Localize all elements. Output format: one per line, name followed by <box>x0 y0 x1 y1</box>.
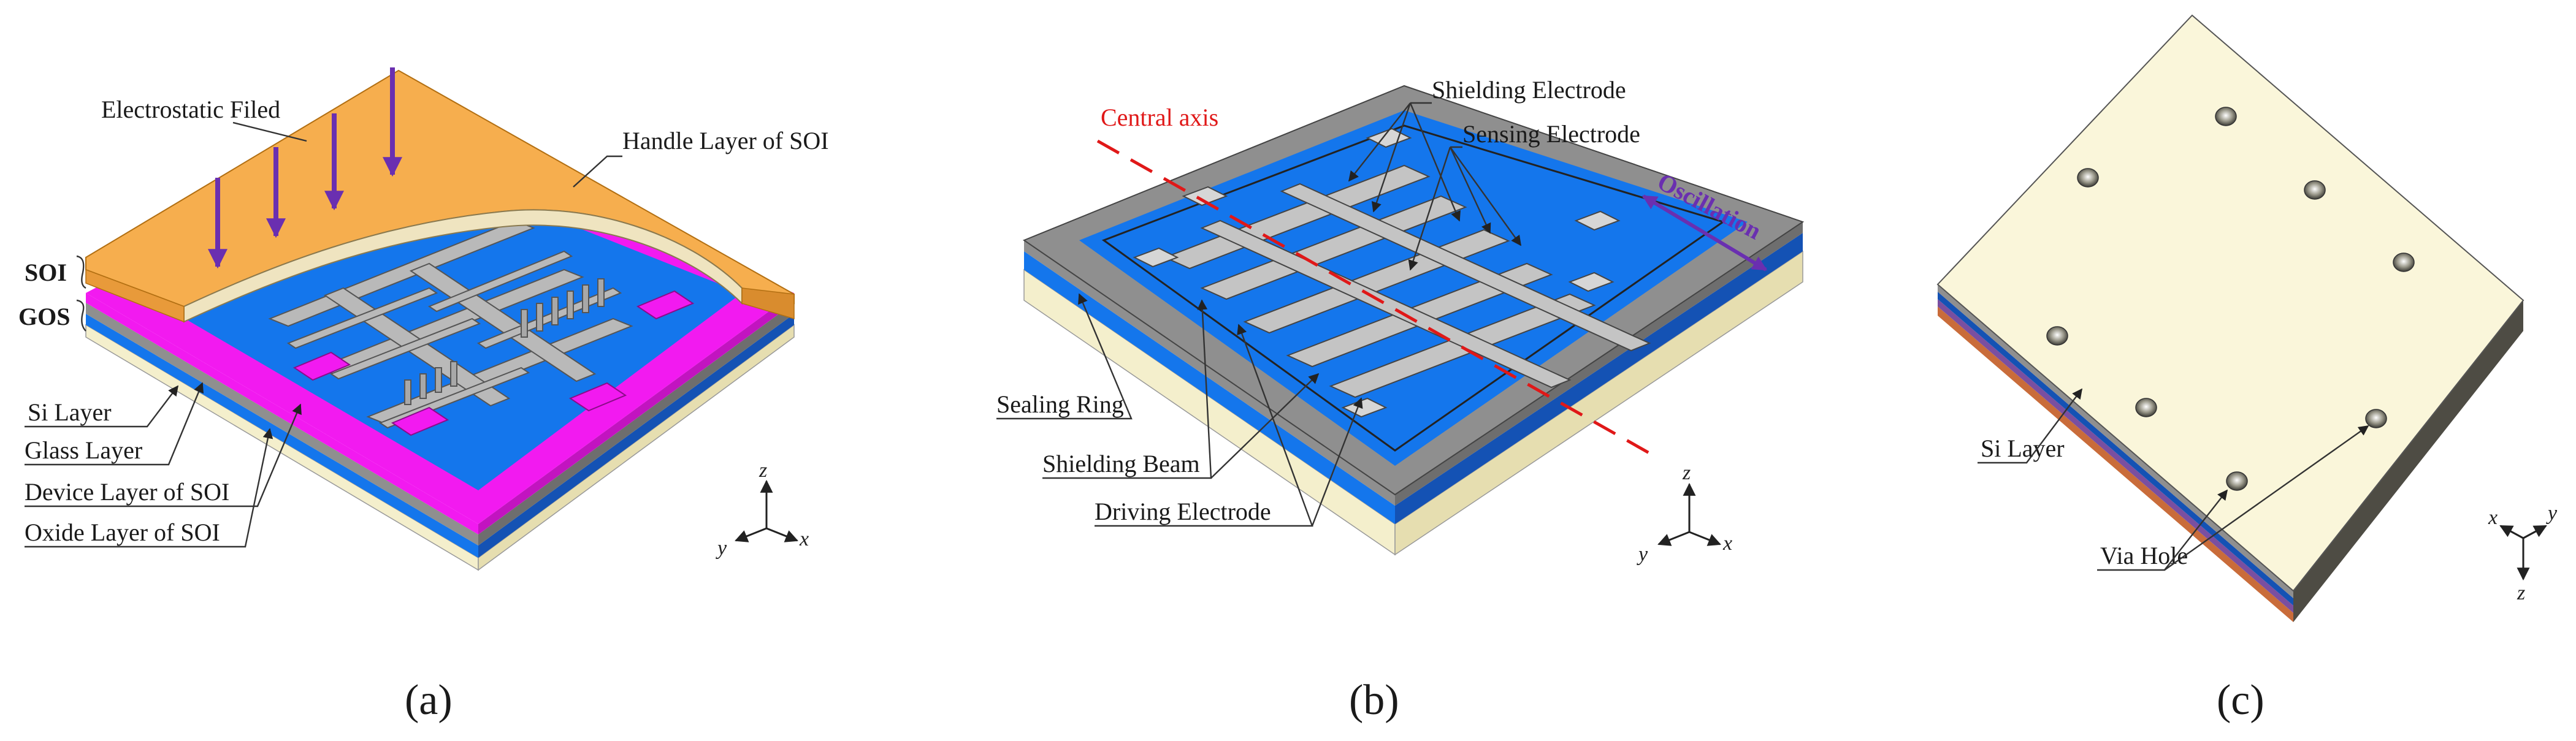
panel-b: Central axis Oscillation Shielding Elect… <box>996 76 1805 724</box>
layer-stack-a <box>85 293 795 571</box>
anchor-pads-a <box>292 290 695 436</box>
electrostatic-field-leader <box>232 121 307 142</box>
glass-layer-label: Glass Layer <box>25 436 142 464</box>
gos-label: GOS <box>18 303 70 330</box>
caption-b: (b) <box>1349 677 1399 724</box>
si-layer-top-c <box>1936 14 2524 592</box>
comb-fingers-a <box>404 278 605 405</box>
panel-a: Electrostatic Filed Handle Layer of SOI … <box>18 67 829 724</box>
central-axis-label: Central axis <box>1101 104 1218 131</box>
sealing-ring-leader <box>996 293 1133 420</box>
shielding-beam-leaders <box>1042 299 1320 479</box>
layer-stack-c <box>1938 284 2523 622</box>
axis-x-a: x <box>799 528 809 550</box>
electrostatic-field-label: Electrostatic Filed <box>101 96 280 123</box>
handle-layer-side-right <box>741 287 795 320</box>
sealing-ring-label: Sealing Ring <box>996 390 1124 418</box>
via-hole <box>2215 107 2237 126</box>
soi-label: SOI <box>25 259 67 286</box>
via-hole <box>2365 409 2387 428</box>
shielding-beam-label: Shielding Beam <box>1042 450 1200 477</box>
device-layer-label: Device Layer of SOI <box>25 478 229 506</box>
electrodes-b <box>1163 164 1651 398</box>
si-layer-leader-c <box>1978 388 2083 464</box>
driving-electrode-leaders <box>1095 324 1363 527</box>
soi-brace <box>76 255 86 289</box>
axes-triad-a <box>735 479 798 542</box>
via-hole <box>2226 471 2248 491</box>
via-hole-leaders <box>2097 425 2369 571</box>
axis-x-b: x <box>1722 532 1732 555</box>
axes-triad-b <box>1657 482 1721 546</box>
central-axis-line <box>1096 139 1657 458</box>
caption-c: (c) <box>2217 677 2265 724</box>
driving-electrode-label: Driving Electrode <box>1095 498 1271 525</box>
shielding-electrode-leaders <box>1348 102 1461 222</box>
axis-y-a: y <box>716 537 727 560</box>
handle-layer-side <box>85 257 185 323</box>
layer-stack-b <box>1023 222 1803 556</box>
device-layer-leader <box>25 403 302 507</box>
via-hole <box>2304 180 2326 200</box>
handle-layer-label: Handle Layer of SOI <box>622 127 829 154</box>
axis-z-c: z <box>2517 582 2525 604</box>
axis-z-a: z <box>759 459 767 482</box>
shielding-electrode-label: Shielding Electrode <box>1432 76 1626 104</box>
sensing-electrode-leaders <box>1408 146 1521 271</box>
handle-layer-leader <box>573 155 622 188</box>
panel-c: Si Layer Via Hole x y z (c) <box>1936 14 2558 724</box>
via-holes <box>2046 107 2415 491</box>
gos-brace <box>76 299 86 332</box>
oxide-layer-label: Oxide Layer of SOI <box>25 519 220 546</box>
via-hole-label: Via Hole <box>2100 542 2188 569</box>
si-layer-leader-a <box>25 385 179 428</box>
caption-a: (a) <box>405 677 453 724</box>
blue-cavity-b <box>1079 110 1748 466</box>
axis-y-c: y <box>2546 502 2558 525</box>
via-hole <box>2046 326 2068 346</box>
field-arrows <box>208 67 402 269</box>
oscillation-arrow <box>1642 194 1768 272</box>
glass-layer-leader <box>25 382 204 466</box>
oxide-layer-leader <box>25 428 273 548</box>
si-layer-label-a: Si Layer <box>28 398 112 426</box>
sensing-electrode-label: Sensing Electrode <box>1462 120 1640 148</box>
via-hole <box>2393 253 2415 272</box>
via-hole <box>2135 398 2157 417</box>
axis-y-b: y <box>1637 543 1648 566</box>
axes-triad-c <box>2499 525 2547 581</box>
axis-z-b: z <box>1682 462 1691 484</box>
via-hole <box>2077 168 2099 188</box>
si-layer-label-c: Si Layer <box>1981 435 2065 462</box>
axis-x-c: x <box>2488 506 2498 529</box>
